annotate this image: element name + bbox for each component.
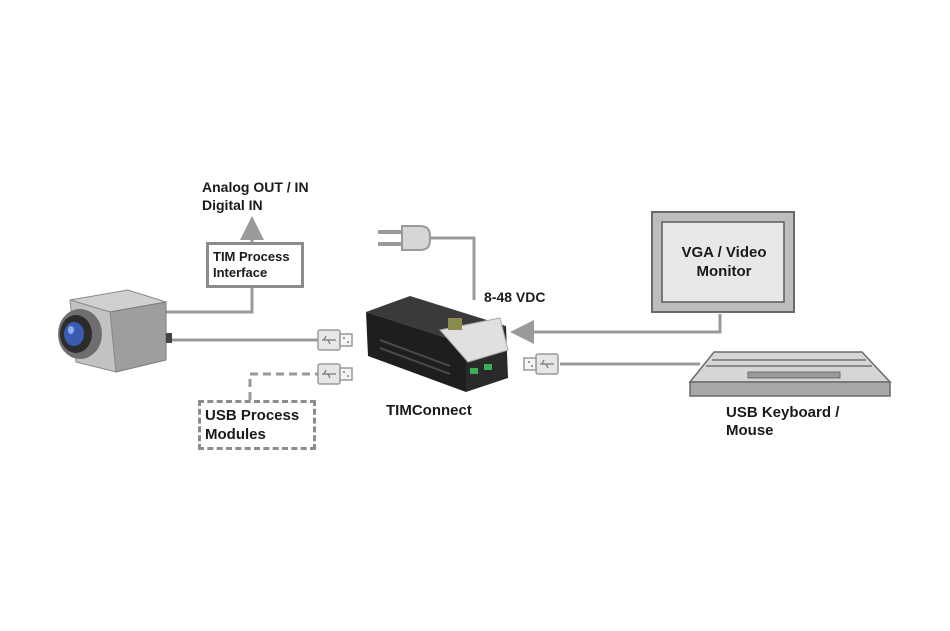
power-line [430,238,474,300]
timconnect-label: TIMConnect [386,402,472,419]
tim-process-label: TIM Process [213,249,290,265]
timconnect-device-icon [366,296,508,392]
usb-keyboard-label: USB Keyboard / [726,404,839,421]
digital-in-label: Digital IN [202,197,263,214]
mouse-label: Mouse [726,422,774,439]
thermal-camera-icon [58,290,172,372]
usb-connector-icon [318,364,352,384]
power-plug-icon [378,226,430,250]
vga-label: VGA / Video [676,244,772,261]
interface-camera-line [160,288,252,312]
monitor-icon [652,212,794,312]
analog-out-in-label: Analog OUT / IN [202,179,309,196]
keyboard-icon [690,352,890,396]
tim-process-interface-box: TIM Process Interface [206,242,304,288]
vdc-label: 8-48 VDC [484,289,545,306]
modules-label: Modules [205,426,266,443]
monitor-label: Monitor [676,263,772,280]
usb-process-modules-box: USB Process Modules [198,400,316,450]
usb-connector-icon [318,330,352,350]
monitor-device-line [522,314,720,332]
usb-connector-icon [524,354,558,374]
usb-process-label: USB Process [205,407,299,424]
interface-label: Interface [213,265,267,281]
usb-modules-line [250,374,318,400]
